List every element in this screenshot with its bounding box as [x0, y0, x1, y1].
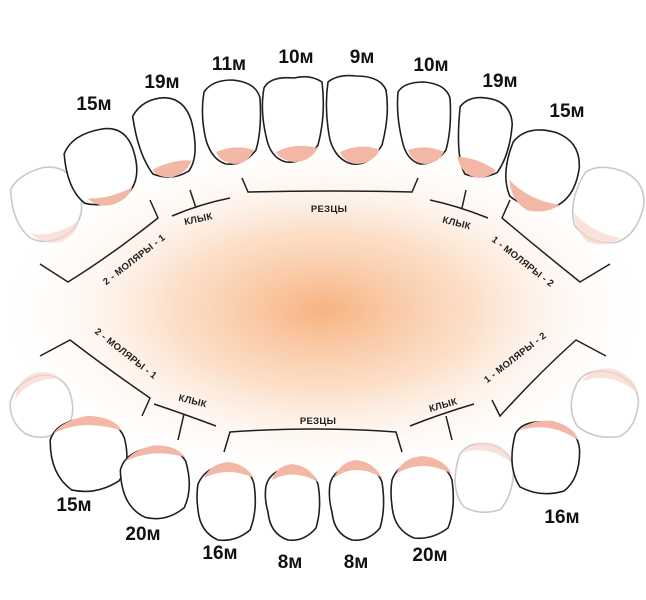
tooth-lower-molar1-right	[511, 420, 581, 495]
age-upper-molar1-right: 15м	[549, 101, 584, 122]
tooth-lower-central-incisor-left	[264, 464, 321, 542]
age-lower-lateral-incisor-right: 20м	[412, 545, 447, 566]
bracket-upper-molars-right	[501, 199, 611, 283]
age-lower-molar1-left: 15м	[56, 495, 91, 516]
bracket-lower-molars-right	[491, 339, 607, 418]
tooth-lower-central-incisor-right	[328, 460, 385, 542]
age-upper-canine-left: 19м	[144, 72, 179, 93]
tooth-upper-canine-left	[131, 96, 196, 178]
tooth-lower-molar2-left	[9, 372, 74, 439]
age-upper-central-incisor-right: 9м	[350, 47, 375, 68]
age-lower-central-incisor-right: 8м	[344, 552, 369, 573]
tooth-upper-molar1-right	[505, 129, 581, 212]
tooth-upper-central-incisor-left	[261, 75, 325, 163]
tooth-upper-lateral-incisor-left	[201, 79, 262, 166]
tooth-upper-molar2-right	[571, 166, 645, 245]
tooth-upper-lateral-incisor-right	[396, 81, 452, 165]
age-upper-molar1-left: 15м	[76, 94, 111, 115]
tooth-lower-lateral-incisor-right	[390, 456, 455, 540]
bracket-upper-canine-right	[429, 189, 489, 219]
tooth-upper-canine-right	[457, 96, 514, 178]
label-upper-incisors: РЕЗЦЫ	[311, 204, 347, 215]
tooth-lower-canine-right	[454, 442, 515, 513]
bracket-upper-canine-left	[171, 189, 231, 217]
age-upper-lateral-incisor-left: 11м	[212, 54, 246, 75]
tooth-lower-lateral-incisor-left	[196, 462, 257, 542]
bracket-lower-canine-right	[409, 403, 475, 441]
bracket-lower-canine-left	[153, 403, 217, 441]
upper-brackets	[39, 177, 611, 283]
age-upper-central-incisor-left: 10м	[278, 47, 313, 68]
age-upper-lateral-incisor-right: 10м	[413, 55, 448, 76]
mouth-glow	[0, 135, 646, 485]
bracket-upper-incisors	[241, 177, 419, 193]
tooth-upper-molar1-left	[63, 127, 138, 206]
age-lower-molar1-right: 16м	[544, 507, 579, 528]
tooth-lower-molar2-right	[570, 368, 640, 438]
tooth-upper-molar2-left	[9, 166, 83, 243]
upper-jaw	[9, 74, 645, 245]
bracket-lower-incisors	[223, 428, 403, 453]
bracket-lower-molars-left	[39, 339, 151, 417]
bracket-upper-molars-left	[39, 199, 159, 283]
lower-brackets	[39, 339, 607, 453]
age-lower-central-incisor-left: 8м	[278, 552, 303, 573]
lower-jaw	[9, 368, 640, 542]
tooth-lower-canine-left	[119, 445, 191, 520]
age-upper-canine-right: 19м	[482, 71, 517, 92]
tooth-lower-molar1-left	[49, 415, 128, 493]
label-lower-incisors: РЕЗЦЫ	[300, 416, 336, 427]
age-lower-lateral-incisor-left: 16м	[202, 543, 237, 564]
age-lower-canine-left: 20м	[125, 524, 160, 545]
tooth-upper-central-incisor-right	[325, 74, 389, 165]
